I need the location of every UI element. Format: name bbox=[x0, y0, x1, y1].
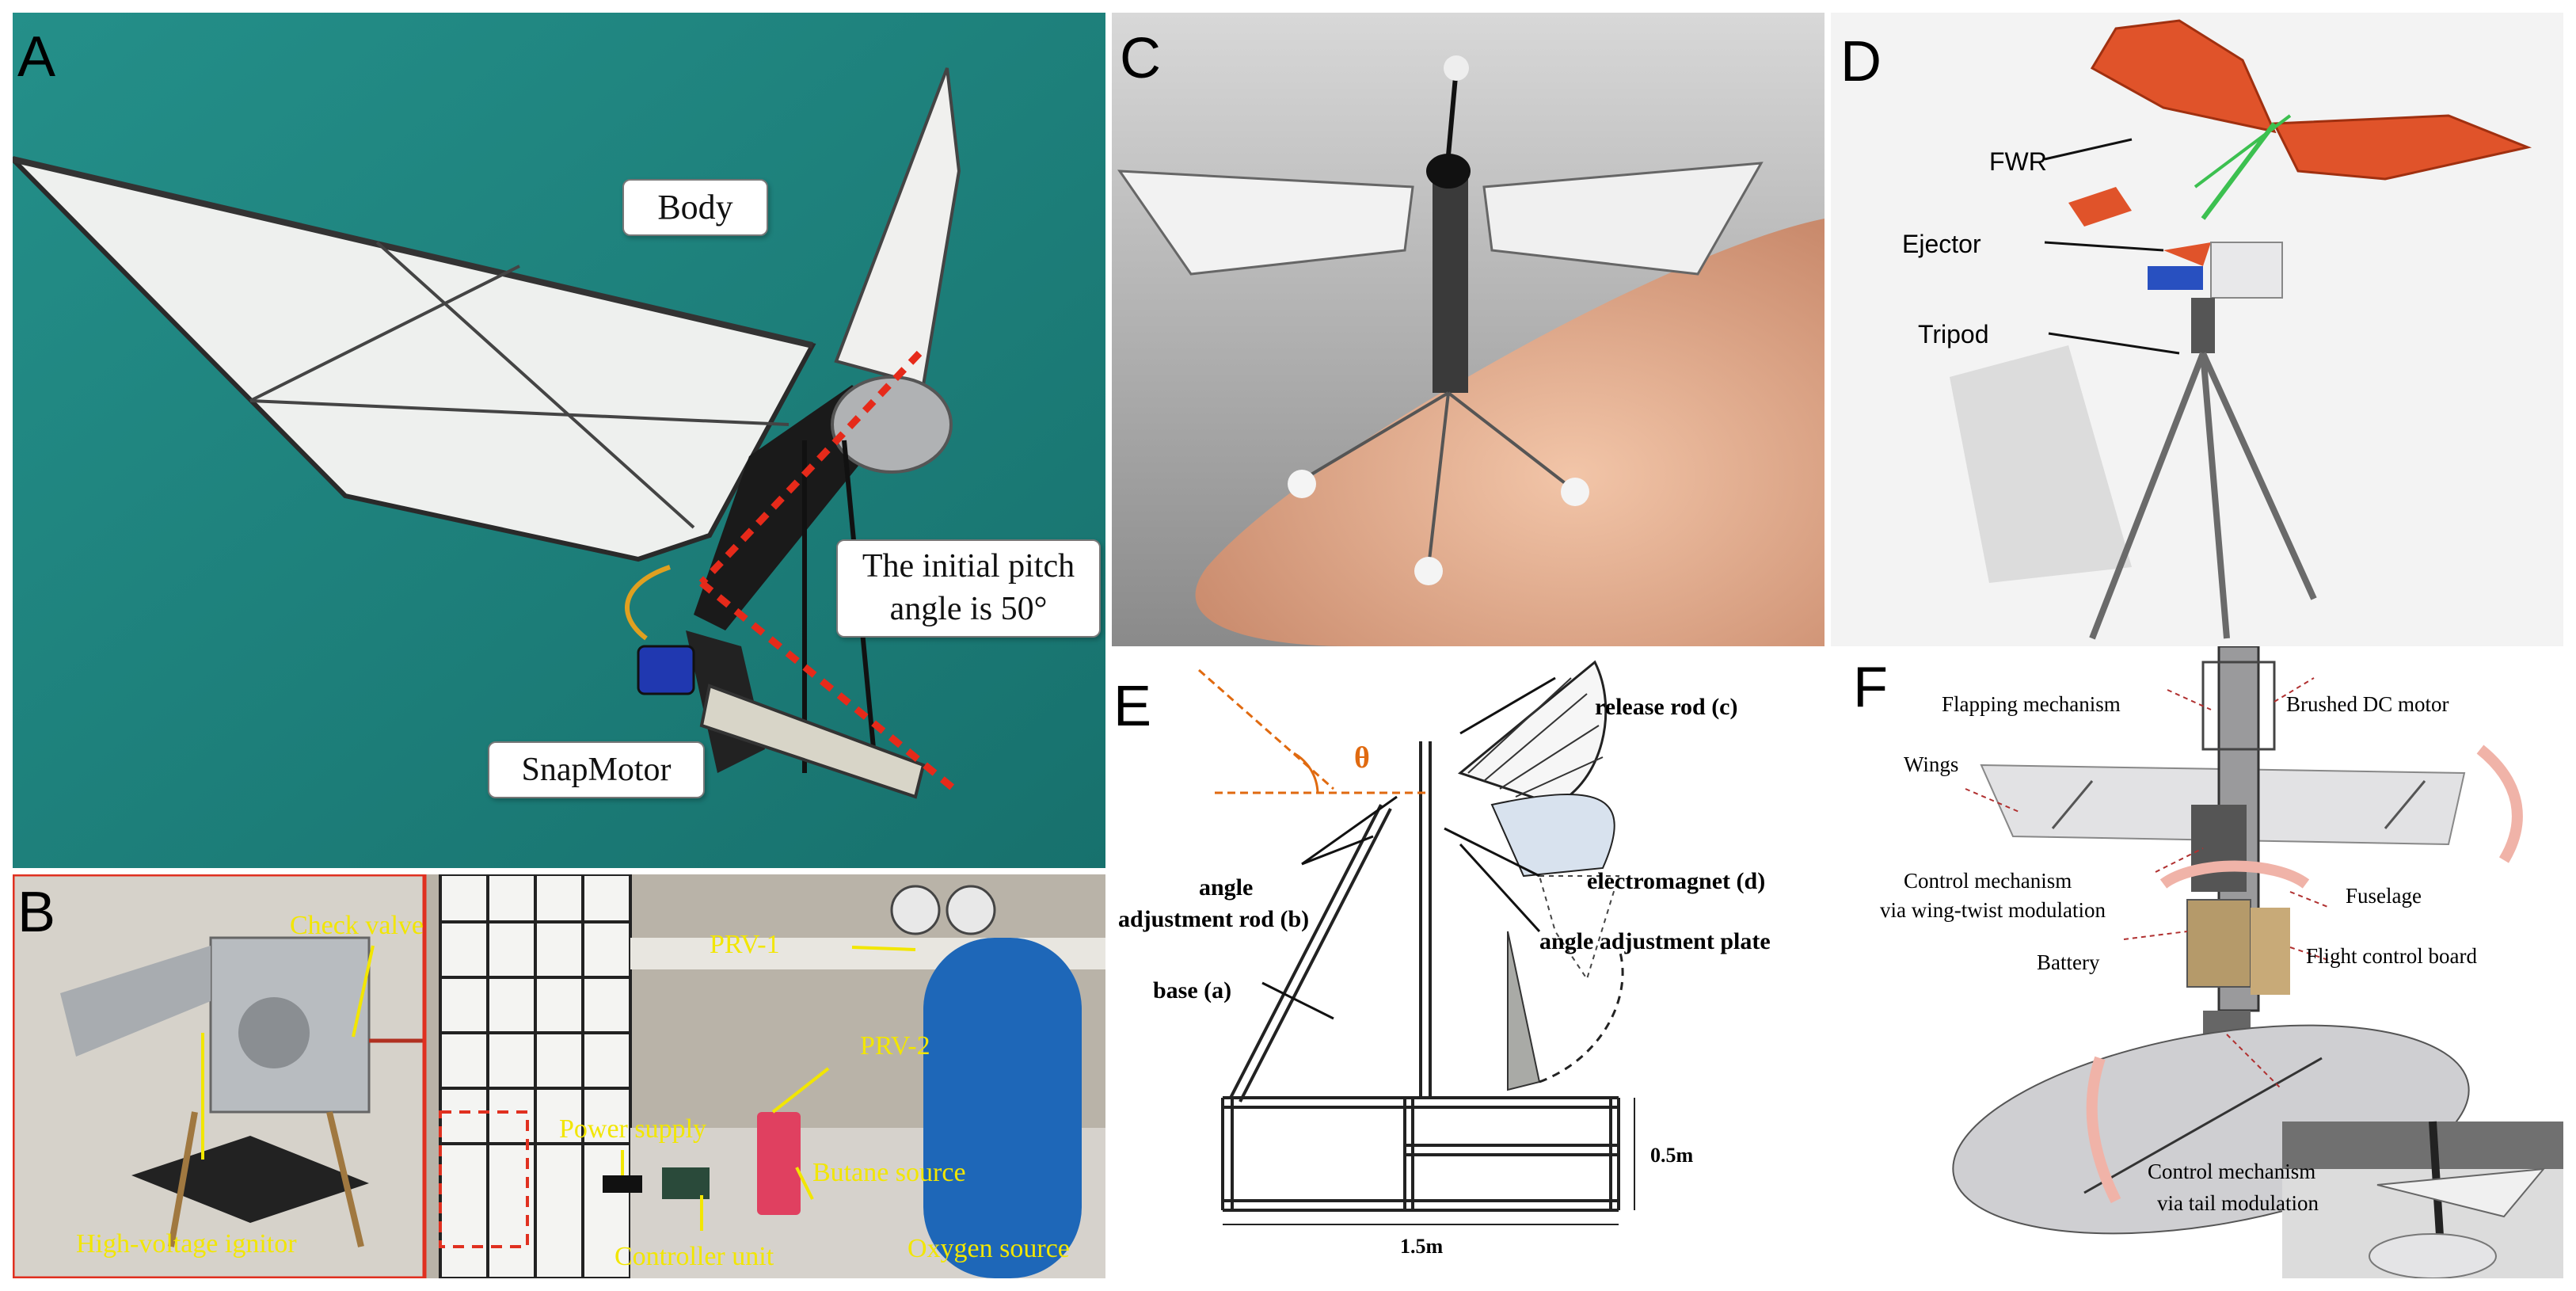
label-ignitor: High-voltage ignitor bbox=[76, 1229, 297, 1259]
label-flight-control-board: Flight control board bbox=[2306, 944, 2477, 968]
label-wings: Wings bbox=[1904, 752, 1959, 776]
callout-snapmotor: SnapMotor bbox=[488, 741, 705, 798]
label-brushed-dc-motor: Brushed DC motor bbox=[2286, 692, 2449, 716]
label-oxygen: Oxygen source bbox=[907, 1234, 1070, 1263]
engine-stand bbox=[131, 1136, 369, 1223]
callout-pitch: The initial pitch angle is 50° bbox=[836, 539, 1101, 638]
label-height-dimension: 0.5m bbox=[1650, 1144, 1694, 1167]
label-prv2: PRV-2 bbox=[860, 1031, 930, 1061]
microrobot-body bbox=[1433, 163, 1468, 393]
label-battery: Battery bbox=[2037, 950, 2100, 974]
panel-b: B Check valve High-voltage ignitor PRV-1… bbox=[13, 874, 1105, 1278]
panel-b-letter: B bbox=[17, 881, 56, 944]
label-butane: Butane source bbox=[812, 1158, 966, 1187]
label-prv1: PRV-1 bbox=[710, 930, 780, 959]
panel-b-illustration bbox=[13, 874, 1105, 1278]
panel-e-letter: E bbox=[1113, 675, 1152, 738]
panel-c-letter: C bbox=[1120, 27, 1161, 90]
snapmotor bbox=[637, 645, 695, 695]
label-pitch-line1: The initial pitch bbox=[862, 548, 1075, 585]
panel-c-illustration bbox=[1112, 13, 1825, 646]
panel-e: E θ release rod (c) angle adjustment rod… bbox=[1112, 646, 1825, 1278]
label-control-tail-line1: Control mechanism bbox=[2148, 1160, 2316, 1183]
fwr-wing-right bbox=[2272, 114, 2532, 181]
fingertip bbox=[1195, 219, 1825, 646]
label-fwr: FWR bbox=[1989, 147, 2047, 176]
panel-a-illustration bbox=[13, 13, 1105, 868]
panel-f: F Flapping mechanism Brushed DC motor Wi… bbox=[1831, 646, 2563, 1278]
label-control-wing-line2: via wing-twist modulation bbox=[1880, 898, 2106, 922]
label-control-wing-line1: Control mechanism bbox=[1904, 869, 2072, 893]
label-ejector: Ejector bbox=[1902, 230, 1981, 258]
label-base: base (a) bbox=[1153, 977, 1232, 1003]
panel-f-letter: F bbox=[1853, 656, 1888, 719]
panel-a-letter: A bbox=[17, 25, 56, 89]
label-angle-plate: angle adjustment plate bbox=[1539, 928, 1771, 954]
label-electromagnet: electromagnet (d) bbox=[1587, 868, 1766, 894]
label-power-supply: Power supply bbox=[559, 1114, 707, 1144]
label-control-tail-line2: via tail modulation bbox=[2157, 1191, 2319, 1215]
butane-can bbox=[757, 1112, 801, 1215]
panel-d-letter: D bbox=[1840, 30, 1882, 93]
label-check-valve: Check valve bbox=[290, 911, 424, 940]
label-release-rod: release rod (c) bbox=[1595, 694, 1738, 720]
label-pitch-line2: angle is 50° bbox=[889, 591, 1048, 627]
callout-body: Body bbox=[622, 179, 768, 236]
launcher-frame bbox=[1221, 741, 1620, 1212]
panel-e-diagram bbox=[1198, 660, 1635, 1225]
label-fuselage: Fuselage bbox=[2346, 884, 2422, 908]
ejector-box bbox=[2210, 242, 2283, 299]
label-width-dimension: 1.5m bbox=[1400, 1235, 1444, 1258]
label-angle-rod-line1: angle bbox=[1199, 874, 1254, 901]
grid-wall bbox=[439, 874, 632, 1278]
panel-d-illustration bbox=[1831, 13, 2563, 646]
microrobot-wing-left bbox=[1117, 169, 1414, 276]
label-tripod: Tripod bbox=[1918, 320, 1989, 348]
label-theta: θ bbox=[1354, 741, 1370, 775]
label-angle-rod-line2: adjustment rod (b) bbox=[1118, 906, 1310, 932]
angle-adjustment-plate bbox=[1507, 931, 1541, 1091]
panel-f-diagram bbox=[1952, 646, 2563, 1278]
label-snapmotor: SnapMotor bbox=[521, 752, 672, 788]
oxygen-cylinder bbox=[923, 938, 1082, 1278]
flapping-wing bbox=[1457, 660, 1608, 806]
pitch-angle-line bbox=[698, 350, 923, 586]
label-controller: Controller unit bbox=[615, 1242, 774, 1271]
panel-d: D FWR Ejector Tripod bbox=[1831, 13, 2563, 646]
microrobot-wing-right bbox=[1482, 162, 1764, 276]
label-flapping-mechanism: Flapping mechanism bbox=[1942, 692, 2121, 716]
tripod bbox=[2089, 352, 2317, 640]
panel-a: A Body The initial pitch angle is 50° Sn… bbox=[13, 13, 1105, 868]
fwr-wing-left bbox=[2090, 19, 2277, 134]
label-body: Body bbox=[657, 188, 733, 227]
panel-c: C bbox=[1112, 13, 1825, 646]
gear-disc bbox=[831, 375, 953, 474]
